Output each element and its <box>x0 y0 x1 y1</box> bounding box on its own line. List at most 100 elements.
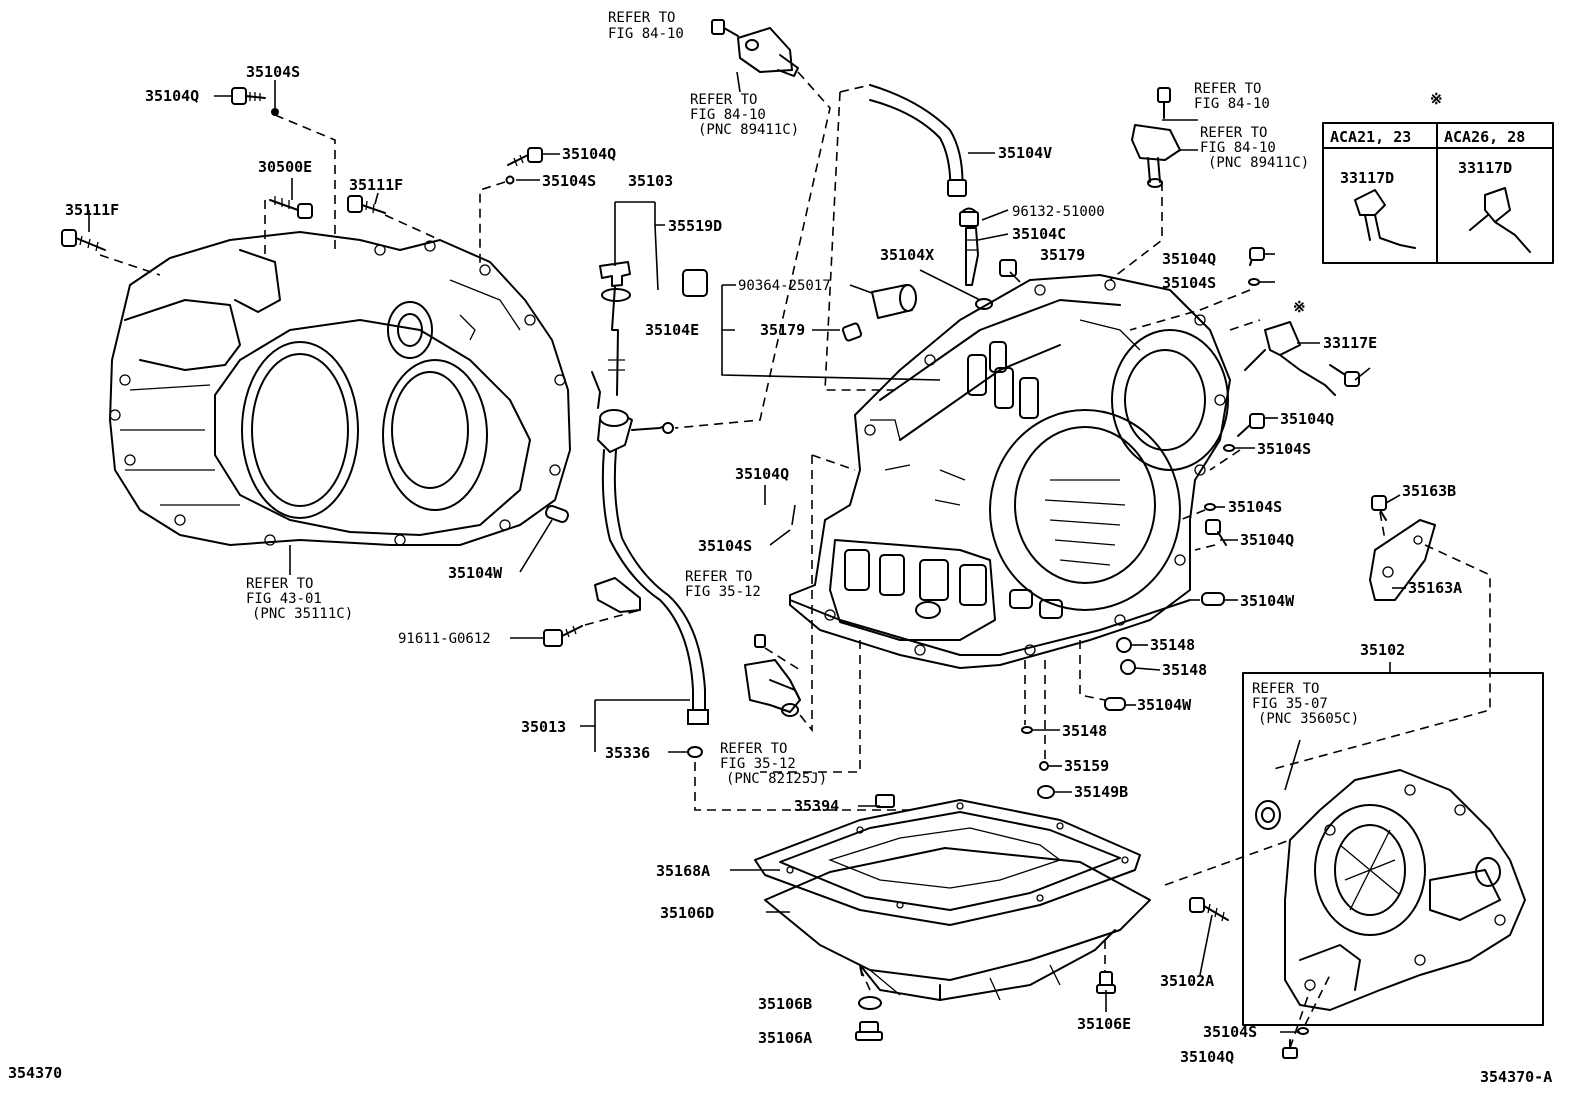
magnet-35394-icon[interactable] <box>875 794 895 808</box>
label-35111F-a: 35111F <box>65 201 119 219</box>
washer-35104S-center-icon[interactable] <box>505 175 515 185</box>
ref-note-5-line3: (PNC 35111C) <box>252 606 353 622</box>
breather-plug-35104C-icon[interactable] <box>965 227 979 286</box>
ref-note-1-line1: REFER TO <box>608 10 675 26</box>
ref-note-6-line1: REFER TO <box>685 569 752 585</box>
washer-35104S-right-mid-icon[interactable] <box>1223 444 1235 452</box>
label-35102A: 35102A <box>1160 972 1214 990</box>
label-35394: 35394 <box>794 797 839 815</box>
dipstick-tube-35013[interactable] <box>591 371 709 725</box>
label-30500E: 30500E <box>258 158 312 176</box>
ref-note-1-line2: FIG 84-10 <box>608 26 684 42</box>
washer-35104S-bottom-icon[interactable] <box>1297 1027 1309 1035</box>
table-mark: ※ <box>1430 90 1443 108</box>
label-35104Q-d: 35104Q <box>1280 410 1334 428</box>
bolt-35102A-icon[interactable] <box>1189 897 1229 922</box>
label-35104X: 35104X <box>880 246 934 264</box>
ref-note-7-line2: FIG 35-12 <box>720 756 796 772</box>
washer-35104S-right-top-icon[interactable] <box>1248 278 1260 286</box>
plug-35179-top-icon[interactable] <box>999 259 1017 277</box>
label-35104S-f: 35104S <box>698 537 752 555</box>
washer-35104S-right-low-icon[interactable] <box>1204 503 1216 511</box>
pin-35104W-bottom-icon[interactable] <box>1104 697 1126 711</box>
label-35104Q-a: 35104Q <box>145 87 199 105</box>
ref-note-2-line2: FIG 84-10 <box>690 107 766 123</box>
diagram-id-left: 354370 <box>8 1064 62 1082</box>
bolt-91611-icon[interactable] <box>543 625 583 647</box>
washer-35104S-icon[interactable] <box>271 108 279 116</box>
bracket-33117E-icon[interactable] <box>1244 321 1336 396</box>
plug-35148-b-icon[interactable] <box>1120 659 1136 675</box>
speed-sensor-mid-icon[interactable] <box>744 634 801 717</box>
label-35106E: 35106E <box>1077 1015 1131 1033</box>
plug-35106E-icon[interactable] <box>1096 971 1116 994</box>
label-35168A: 35168A <box>656 862 710 880</box>
label-35104S-d: 35104S <box>1257 440 1311 458</box>
label-35104Q-c: 35104Q <box>1162 250 1216 268</box>
drain-plug-35106A-icon[interactable] <box>855 1021 883 1041</box>
bolt-35104Q-top-left-icon[interactable] <box>231 87 266 105</box>
leader-lines <box>88 71 1406 1033</box>
hose-clip-96132-icon[interactable] <box>959 207 979 227</box>
bolt-35163B-icon[interactable] <box>1371 495 1387 521</box>
ref-note-5-line1: REFER TO <box>246 576 313 592</box>
label-35104C: 35104C <box>1012 225 1066 243</box>
label-35013: 35013 <box>521 718 566 736</box>
cover-35163A-icon[interactable] <box>1369 519 1436 601</box>
gasket-35168A[interactable] <box>754 799 1141 926</box>
label-35104S-b: 35104S <box>542 172 596 190</box>
bushing-35605C-icon[interactable] <box>1255 800 1281 830</box>
label-35148-a: 35148 <box>1150 636 1195 654</box>
bolt-35104Q-right-low-icon[interactable] <box>1205 519 1227 546</box>
ref-note-2-line3: (PNC 89411C) <box>698 122 799 138</box>
bolt-30500E-icon[interactable] <box>269 196 313 219</box>
label-35104W-b: 35104W <box>1240 592 1295 610</box>
pin-35104W-left-icon[interactable] <box>545 505 570 524</box>
plug-35148-c-icon[interactable] <box>1021 726 1033 734</box>
bolt-35104Q-right-top-icon[interactable] <box>1249 247 1265 266</box>
gasket-35106B-icon[interactable] <box>858 996 882 1010</box>
ref-note-5-line2: FIG 43-01 <box>246 591 322 607</box>
bolt-35104Q-bottom-icon[interactable] <box>1282 1039 1298 1059</box>
bolt-35111F-mid-icon[interactable] <box>347 195 386 214</box>
plug-35148-a-icon[interactable] <box>1116 637 1132 653</box>
gasket-35149B-icon[interactable] <box>1037 785 1055 799</box>
bolt-35104Q-right-mid-icon[interactable] <box>1237 413 1265 437</box>
diagram-id-right: 354370-A <box>1480 1068 1552 1086</box>
label-35104Q-f: 35104Q <box>735 465 789 483</box>
dipstick-35103[interactable] <box>599 261 631 396</box>
bracket-35102-box <box>1242 672 1544 1026</box>
pin-35104W-right-icon[interactable] <box>1201 592 1225 606</box>
o-ring-35104X-icon[interactable] <box>975 298 993 310</box>
label-35104Q-g: 35104Q <box>1180 1048 1234 1066</box>
speed-sensor-right-icon[interactable] <box>1131 87 1181 188</box>
plug-35179-left-icon[interactable] <box>841 322 863 342</box>
label-35163B: 35163B <box>1402 482 1456 500</box>
label-91611: 91611-G0612 <box>398 631 491 647</box>
variant-table <box>1322 122 1554 264</box>
plug-35159-icon[interactable] <box>1039 761 1049 771</box>
label-35104S-g: 35104S <box>1203 1023 1257 1041</box>
bolt-35111F-left-icon[interactable] <box>61 229 106 252</box>
label-35519D: 35519D <box>668 217 722 235</box>
table-part1: 33117D <box>1340 169 1394 187</box>
label-35104E: 35104E <box>645 321 699 339</box>
label-35106D: 35106D <box>660 904 714 922</box>
label-35104S-e: 35104S <box>1228 498 1282 516</box>
transaxle-housing[interactable] <box>109 231 571 546</box>
bolt-33117E-icon[interactable] <box>1329 364 1360 387</box>
label-35104S-c: 35104S <box>1162 274 1216 292</box>
label-90364: 90364-25017 <box>738 278 831 294</box>
dashed-lines <box>99 71 1491 1049</box>
bolt-35104Q-center-icon[interactable] <box>507 147 543 167</box>
breather-hose-35104V[interactable] <box>869 84 967 197</box>
speed-sensor-top-icon[interactable] <box>711 19 799 77</box>
engine-mount-bracket-35102[interactable] <box>1284 769 1526 1011</box>
label-35106A: 35106A <box>758 1029 812 1047</box>
filter-90364-icon[interactable] <box>871 284 917 319</box>
label-33117E: 33117E <box>1323 334 1377 352</box>
clamp-35519D-icon[interactable] <box>682 269 708 297</box>
label-35104V: 35104V <box>998 144 1052 162</box>
transaxle-case[interactable] <box>789 274 1231 669</box>
o-ring-35336-icon[interactable] <box>687 746 703 758</box>
